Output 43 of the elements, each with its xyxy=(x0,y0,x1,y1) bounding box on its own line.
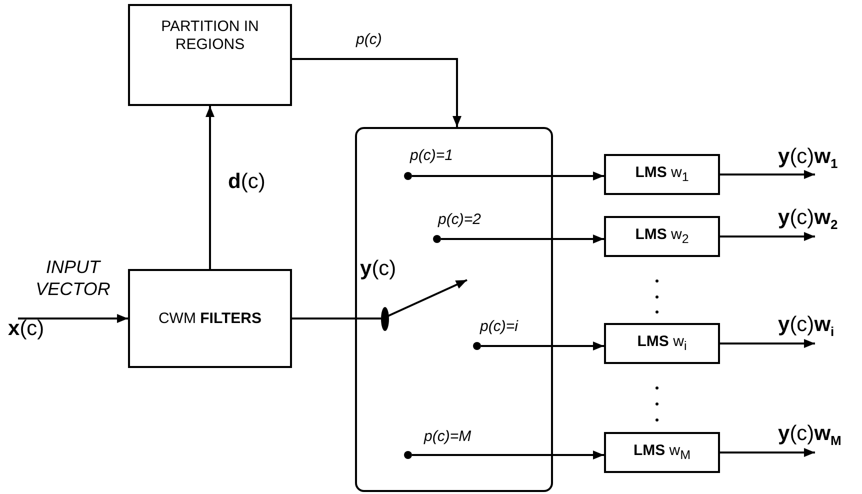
box-label: LMS w$_{i}$ xyxy=(637,333,687,350)
arrow xyxy=(720,339,815,348)
switch-terminal xyxy=(473,342,481,350)
terminal-label: p(c)=M xyxy=(424,429,472,444)
terminal-label: p(c)=1 xyxy=(410,148,453,163)
arrow xyxy=(292,58,462,127)
switch-terminal xyxy=(404,451,412,459)
box-label: LMS w$_{2}$ xyxy=(635,226,689,243)
terminal-label: p(c)=2 xyxy=(438,212,481,227)
process-box xyxy=(128,4,292,106)
box-label: CWM FILTERS xyxy=(158,310,262,326)
edge-label: p(c) xyxy=(356,32,382,47)
switch-terminal xyxy=(433,235,441,243)
filter-box xyxy=(604,432,720,473)
filter-box xyxy=(604,154,720,195)
edge-label: y(c)w$_{1}$ xyxy=(778,146,838,170)
arrow xyxy=(441,234,604,244)
arrow xyxy=(412,450,604,460)
process-box xyxy=(128,269,292,368)
input-label: INPUT VECTOR xyxy=(34,256,112,300)
arrow xyxy=(720,448,815,457)
switch-terminal xyxy=(404,172,412,180)
arrow xyxy=(481,342,604,350)
switch-box xyxy=(355,127,553,492)
switch-lever xyxy=(388,279,468,317)
filter-box xyxy=(604,216,720,257)
box-label: LMS w$_{M}$ xyxy=(633,442,691,459)
box-label: LMS w$_{1}$ xyxy=(635,164,689,181)
arrow xyxy=(720,232,815,241)
filter-box xyxy=(604,323,720,364)
terminal-label: p(c)=i xyxy=(480,319,518,334)
edge-label: x(c) xyxy=(8,318,44,339)
arrow xyxy=(720,170,815,179)
arrow xyxy=(206,106,214,269)
edge-label: y(c)w$_{i}$ xyxy=(778,314,834,338)
edge-label: y(c)w$_{2}$ xyxy=(778,207,838,232)
box-label: PARTITION IN REGIONS xyxy=(161,18,259,53)
edge-label: y(c) xyxy=(360,258,396,279)
switch-pivot xyxy=(381,307,389,331)
arrow xyxy=(412,172,604,180)
edge-label: d(c) xyxy=(228,171,266,192)
edge-label: y(c)w$_{M}$ xyxy=(778,423,842,448)
arrow xyxy=(18,314,128,323)
